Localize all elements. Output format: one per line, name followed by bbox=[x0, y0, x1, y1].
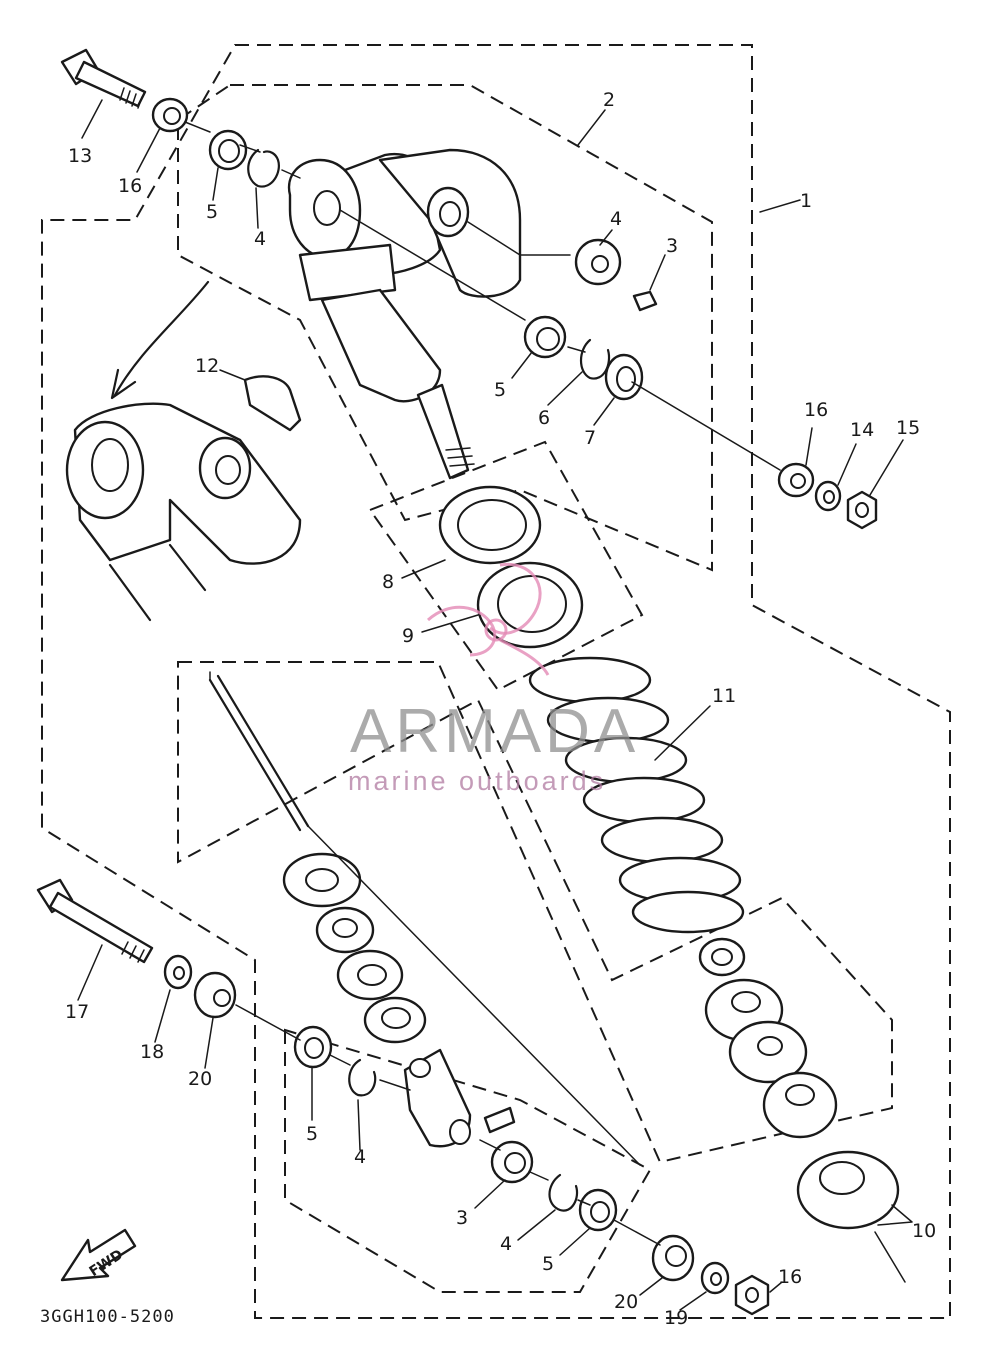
watermark-brand: ARMADA bbox=[350, 697, 639, 766]
circlip-6 bbox=[579, 338, 611, 380]
callout-8: 8 bbox=[382, 571, 394, 593]
center-lines bbox=[184, 121, 781, 1246]
locknut-8 bbox=[438, 485, 542, 565]
washer-19 bbox=[700, 1261, 730, 1295]
shock-absorber-body bbox=[287, 148, 522, 480]
callout-16-right: 16 bbox=[804, 399, 828, 421]
drawing-code: 3GGH100-5200 bbox=[40, 1307, 175, 1327]
callout-7: 7 bbox=[584, 427, 596, 449]
callout-14: 14 bbox=[850, 419, 874, 441]
washer-18 bbox=[163, 954, 193, 990]
inset-upper-body bbox=[65, 375, 302, 622]
nut-15 bbox=[846, 490, 878, 530]
lower-eye bbox=[403, 1048, 516, 1148]
callout-18: 18 bbox=[140, 1041, 164, 1063]
bearing-5-top bbox=[208, 129, 248, 171]
callout-12: 12 bbox=[195, 355, 219, 377]
callout-17: 17 bbox=[65, 1001, 89, 1023]
circlip-4-lower-left bbox=[348, 1058, 377, 1097]
washer-14 bbox=[814, 480, 842, 512]
callout-5-mid: 5 bbox=[494, 379, 506, 401]
callout-6: 6 bbox=[538, 407, 550, 429]
spring-seat-stack bbox=[698, 937, 838, 1139]
leader-lines bbox=[77, 99, 913, 1311]
callout-1: 1 bbox=[800, 190, 812, 212]
oil-seal-7 bbox=[604, 353, 644, 401]
callout-20-right: 20 bbox=[614, 1291, 638, 1313]
callout-20-left: 20 bbox=[188, 1068, 212, 1090]
watermark: ARMADA marine outboards bbox=[348, 562, 639, 796]
callout-15: 15 bbox=[896, 417, 920, 439]
lower-bearing-boundary bbox=[284, 1028, 652, 1293]
callout-numbers: 1 2 3 4 4 5 13 16 12 5 6 7 16 14 15 8 9 … bbox=[65, 89, 936, 1329]
fwd-arrow-icon: FWD bbox=[60, 1228, 137, 1282]
watermark-tagline: marine outboards bbox=[348, 766, 606, 796]
circlip-4-top bbox=[247, 148, 280, 188]
piston-rod bbox=[208, 674, 427, 1044]
bump-stopper-10 bbox=[796, 1150, 900, 1230]
callout-4-lower-right: 4 bbox=[500, 1233, 512, 1255]
bolt-13 bbox=[60, 48, 147, 109]
bearing-5-lower-left bbox=[293, 1025, 333, 1069]
adjuster-knob-4 bbox=[574, 238, 622, 286]
watermark-logo-icon bbox=[426, 562, 550, 676]
collar-16-right bbox=[777, 462, 815, 498]
callout-5-lower-right: 5 bbox=[542, 1253, 554, 1275]
inset-arrow bbox=[110, 280, 210, 400]
callout-2: 2 bbox=[603, 89, 615, 111]
collar-20-left bbox=[193, 971, 237, 1019]
callout-3-top: 3 bbox=[666, 235, 678, 257]
screw-3-top bbox=[632, 290, 658, 312]
bushing-3-lower bbox=[490, 1140, 534, 1184]
callout-16-top: 16 bbox=[118, 175, 142, 197]
collar-boundary bbox=[368, 440, 644, 692]
assembly-1-boundary bbox=[41, 44, 951, 1319]
callout-5-top: 5 bbox=[206, 201, 218, 223]
bearing-5-mid bbox=[523, 315, 567, 359]
collar-20-right bbox=[651, 1234, 695, 1282]
callout-10: 10 bbox=[912, 1220, 936, 1242]
collar-16-top bbox=[151, 97, 189, 133]
callout-13: 13 bbox=[68, 145, 92, 167]
callout-3-lower: 3 bbox=[456, 1207, 468, 1229]
nut-16-lower bbox=[734, 1274, 770, 1316]
bearing-5-lower-right bbox=[578, 1188, 618, 1232]
callout-5-lower-left: 5 bbox=[306, 1123, 318, 1145]
bolt-17 bbox=[36, 878, 154, 964]
callout-11: 11 bbox=[712, 685, 736, 707]
lower-link-boundary bbox=[177, 661, 893, 1164]
circlip-4-lower-right bbox=[548, 1173, 579, 1212]
spring-11 bbox=[528, 656, 745, 934]
callout-4-lower-left: 4 bbox=[354, 1146, 366, 1168]
callout-19: 19 bbox=[664, 1307, 688, 1329]
callout-9: 9 bbox=[402, 625, 414, 647]
callout-4-top-right: 4 bbox=[610, 208, 622, 230]
callout-4-top-left: 4 bbox=[254, 228, 266, 250]
assembly-boundaries bbox=[41, 44, 951, 1319]
callout-16-lower: 16 bbox=[778, 1266, 802, 1288]
